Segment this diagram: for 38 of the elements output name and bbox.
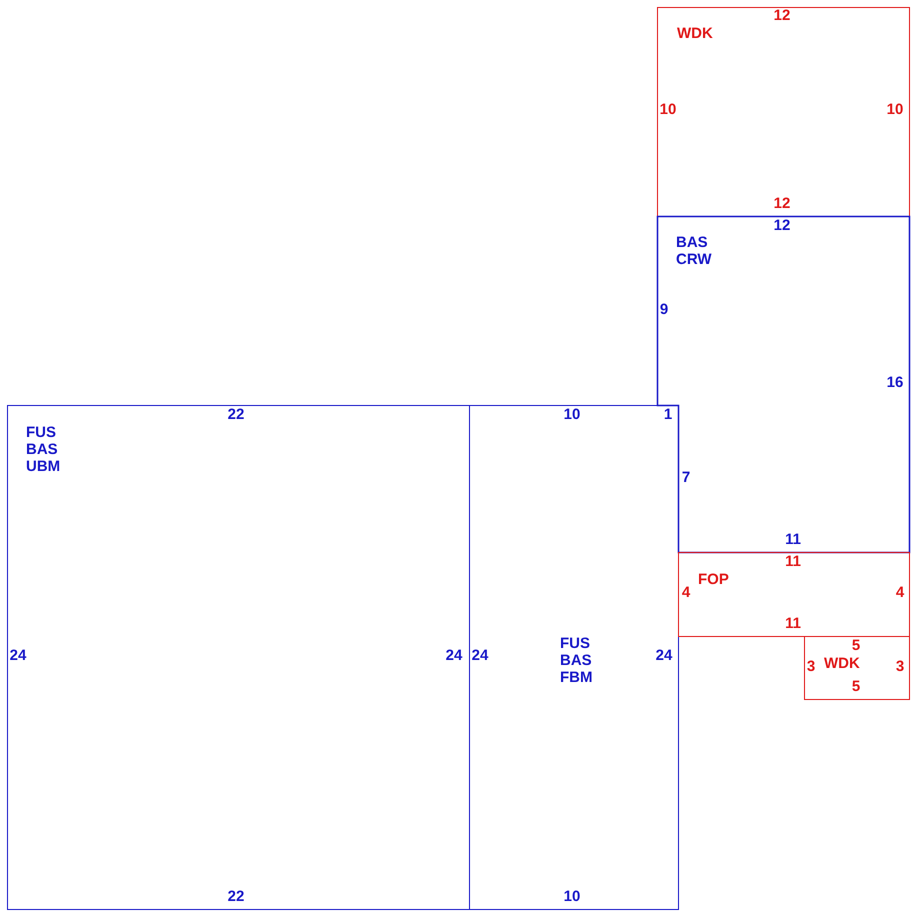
dimension-label: 3 bbox=[896, 659, 904, 675]
dimension-label: 12 bbox=[774, 196, 790, 212]
dimension-label: 22 bbox=[228, 889, 244, 905]
room-outline bbox=[657, 216, 910, 553]
room-outline bbox=[469, 405, 679, 910]
room-label: FUS BAS FBM bbox=[560, 635, 592, 686]
dimension-label: 4 bbox=[896, 585, 904, 601]
room-label: BAS CRW bbox=[676, 234, 712, 268]
dimension-label: 4 bbox=[682, 585, 690, 601]
dimension-label: 12 bbox=[774, 8, 790, 24]
room-label: WDK bbox=[677, 25, 713, 42]
dimension-label: 11 bbox=[785, 554, 801, 570]
dimension-label: 5 bbox=[852, 679, 860, 695]
room-label: FOP bbox=[698, 571, 729, 588]
room-outline bbox=[657, 7, 910, 217]
room-outline bbox=[804, 636, 910, 700]
dimension-label: 16 bbox=[886, 375, 904, 391]
dimension-label: 3 bbox=[806, 659, 816, 675]
room-label: WDK bbox=[824, 655, 860, 672]
dimension-label: 1 bbox=[664, 407, 672, 423]
dimension-label: 10 bbox=[886, 102, 904, 118]
dimension-label: 11 bbox=[785, 532, 801, 548]
dimension-label: 10 bbox=[564, 407, 580, 423]
room-outline bbox=[678, 552, 910, 637]
dimension-label: 24 bbox=[446, 648, 462, 664]
dimension-label: 11 bbox=[785, 616, 801, 632]
dimension-label: 12 bbox=[774, 218, 790, 234]
room-label: FUS BAS UBM bbox=[26, 424, 60, 475]
dimension-label: 7 bbox=[682, 470, 690, 486]
dimension-label: 10 bbox=[564, 889, 580, 905]
dimension-label: 5 bbox=[852, 638, 860, 654]
dimension-label: 10 bbox=[660, 102, 676, 118]
dimension-label: 24 bbox=[10, 648, 26, 664]
dimension-label: 9 bbox=[660, 302, 668, 318]
room-outline bbox=[7, 405, 470, 910]
dimension-label: 24 bbox=[656, 648, 672, 664]
dimension-label: 24 bbox=[472, 648, 488, 664]
dimension-label: 22 bbox=[228, 407, 244, 423]
